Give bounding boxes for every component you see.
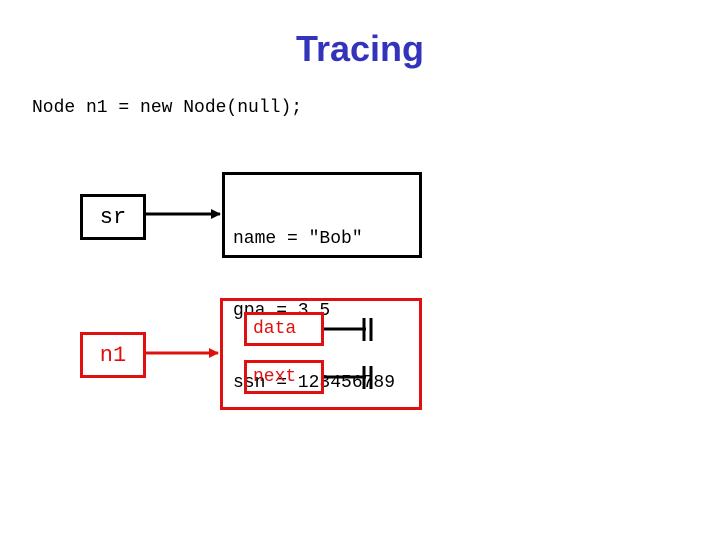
student-field-name: name = "Bob"	[233, 229, 363, 249]
node-object-box	[220, 298, 422, 410]
data-null-ground	[324, 318, 373, 341]
variable-sr-box: sr	[80, 194, 146, 240]
node-field-next-label: next	[253, 367, 297, 387]
node-field-data-label: data	[253, 319, 297, 339]
variable-sr-label: sr	[99, 204, 127, 230]
node-field-data: data	[244, 312, 324, 346]
variable-n1-box: n1	[80, 332, 146, 378]
slide-title: Tracing	[295, 28, 425, 69]
code-line: Node n1 = new Node(null);	[32, 98, 303, 118]
node-field-next: next	[244, 360, 324, 394]
variable-n1-label: n1	[99, 342, 127, 368]
next-null-ground	[324, 366, 373, 389]
